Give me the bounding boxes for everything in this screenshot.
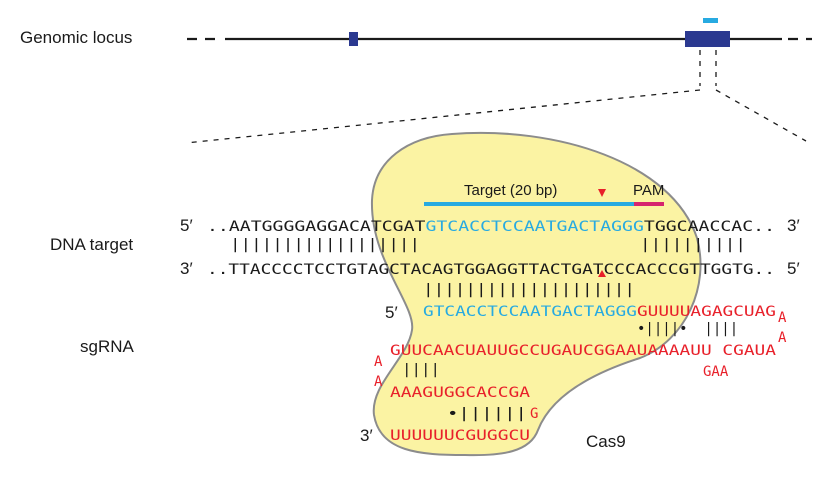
dna-top-target: GTCACCTCCAATGACTAGGG [425, 219, 643, 235]
dna-top-suffix: CAACCAC.. [677, 219, 775, 235]
cas9-protein-shape [370, 131, 702, 457]
dna-top-prefix: ..AATGGGGAGGACATCGAT [207, 219, 426, 235]
dna-top-3prime: 3′ [787, 216, 800, 235]
hairpin-g: G [530, 406, 538, 422]
cut-site-marker-top [598, 189, 606, 197]
dna-top-pam: TGG [644, 219, 677, 235]
pam-label: PAM [633, 182, 664, 199]
dna-bottom-5prime: 5′ [787, 259, 800, 278]
target-label: Target (20 bp) [464, 182, 557, 199]
dna-pairs-left: |||||||||||||||||| [230, 237, 420, 253]
sgrna-3prime: 3′ [360, 426, 373, 445]
tetraloop-a2: A [374, 374, 383, 390]
sgrna-spacer: GTCACCTCCAATGACTAGGG [423, 304, 637, 320]
sgrna-hairpin-upper: AAAGUGGCACCGA [390, 385, 531, 401]
genomic-locus-label: Genomic locus [20, 28, 132, 47]
sgrna-repeat: GUUUUAGAGCUAG [637, 304, 776, 320]
sgrna-anti-repeat: GUUCAACUAUUGCCUGAUCGGAAUAAAAUU CGAUA [390, 343, 777, 359]
spacer-pairs: |||||||||||||||||||| [423, 282, 635, 298]
dna-pairs-right: |||||||||| [640, 237, 746, 253]
dna-target-label: DNA target [50, 235, 133, 254]
cut-site-marker-bottom [598, 270, 606, 277]
hairpin-pairs: •|||||| [447, 406, 527, 422]
cas9-label: Cas9 [586, 432, 626, 451]
sgrna-loop-a2: A [778, 330, 787, 346]
sgrna-loop-a1: A [778, 310, 787, 326]
sgrna-label: sgRNA [80, 337, 135, 356]
target-marker-bar [703, 18, 718, 23]
sgrna-5prime: 5′ [385, 303, 398, 322]
exon-target [685, 31, 730, 47]
dna-top-5prime: 5′ [180, 216, 193, 235]
zoom-guides [185, 50, 807, 144]
stem1-pairs: •||||• |||| [637, 321, 738, 337]
exon-small [349, 32, 358, 46]
pam-bar [634, 202, 664, 206]
dna-bottom-3prime: 3′ [180, 259, 193, 278]
stem2-pairs: |||| [402, 362, 440, 378]
sgrna-bulge: GAA [703, 364, 729, 380]
sgrna-tail: UUUUUUCGUGGCU [390, 428, 530, 444]
target-bar [424, 202, 634, 206]
dna-bottom-strand: ..TTACCCCTCCTGTAGCTACAGTGGAGGTTACTGATCCC… [207, 262, 775, 278]
tetraloop-a1: A [374, 354, 383, 370]
